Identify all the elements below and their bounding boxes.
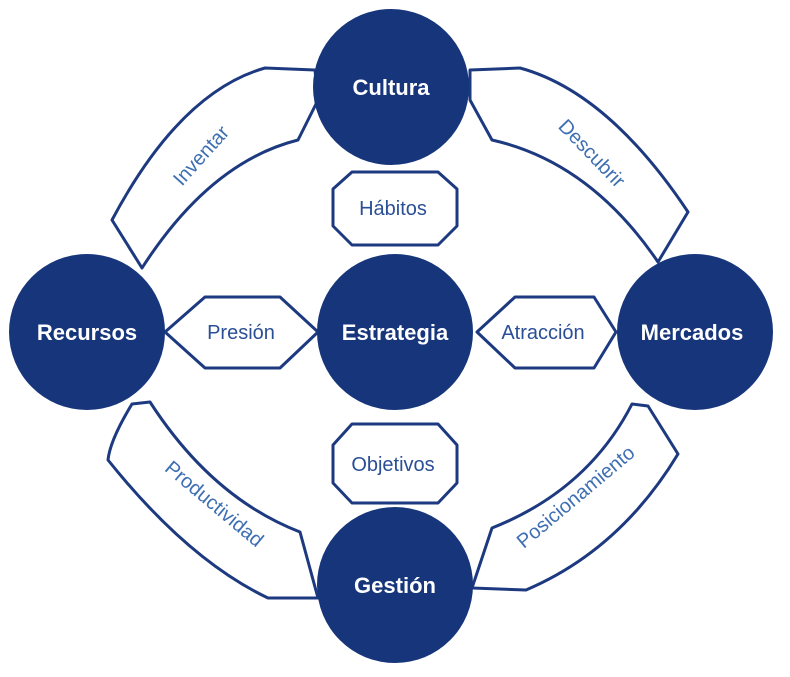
node-label-cultura: Cultura [353, 75, 431, 100]
node-gestion: Gestión [317, 507, 473, 663]
arc-band-bottom-right: Posicionamiento [470, 402, 680, 592]
node-label-estrategia: Estrategia [342, 320, 449, 345]
node-cultura: Cultura [313, 9, 469, 165]
connector-atraccion: Atracción [475, 295, 618, 370]
arc-band-top-left: Inventar [110, 66, 320, 270]
connector-presion: Presión [163, 295, 320, 370]
connector-label-objetivos: Objetivos [351, 454, 434, 476]
connector-habitos: Hábitos [331, 170, 459, 247]
arc-band-top-right: Descubrir [468, 66, 690, 264]
node-label-recursos: Recursos [37, 320, 137, 345]
node-label-gestion: Gestión [354, 573, 436, 598]
arc-band-bottom-left: Productividad [106, 400, 320, 600]
node-mercados: Mercados [617, 254, 773, 410]
node-recursos: Recursos [9, 254, 165, 410]
connector-label-presion: Presión [207, 322, 275, 344]
connector-objetivos: Objetivos [331, 422, 459, 505]
node-estrategia: Estrategia [317, 254, 473, 410]
node-label-mercados: Mercados [641, 320, 744, 345]
connector-label-habitos: Hábitos [359, 198, 427, 220]
connector-label-atraccion: Atracción [501, 322, 584, 344]
